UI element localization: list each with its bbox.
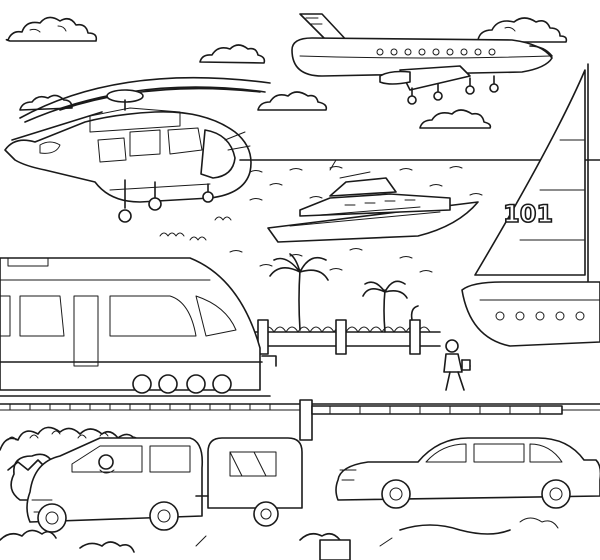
airplane-windows [376,48,496,56]
yacht [267,159,479,243]
cloud-top-right [476,17,568,43]
cloud-top-center [199,44,266,64]
train [0,257,277,394]
van [26,437,204,533]
sailboat: 101 [461,63,600,347]
cloud-middle-2 [419,109,492,129]
crossing-barrier [299,399,563,441]
limousine [335,437,600,509]
palm-tree-left [269,253,329,331]
airplane [291,13,553,105]
roadside-bottom [0,517,559,560]
lamppost [410,305,419,321]
sail-number: 101 [503,200,553,228]
helicopter [4,76,271,223]
cloud-middle-1 [257,91,328,111]
cloud-left [19,94,73,111]
palm-tree-right [362,280,408,333]
promenade-fence [249,319,441,355]
camper-trailer [195,437,303,527]
cloud-top-left [5,16,98,42]
pedestrian [443,339,471,391]
